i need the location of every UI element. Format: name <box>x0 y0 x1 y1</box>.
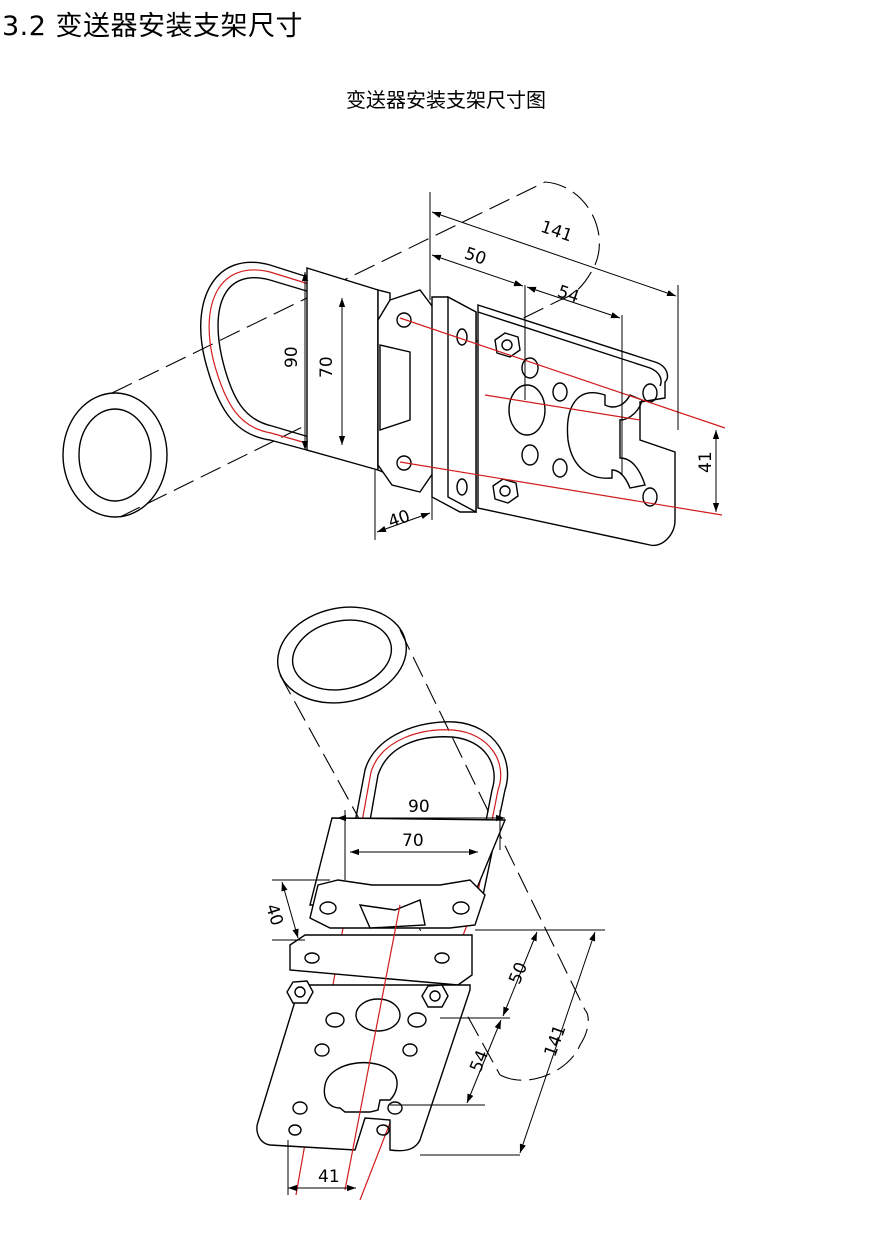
dim-label-54-bottom: 54 <box>466 1048 493 1076</box>
top-view: 141 50 54 90 70 40 <box>62 181 726 547</box>
dim-41-top: 41 <box>696 430 720 512</box>
dim-label-70-bottom: 70 <box>402 831 424 851</box>
section-heading: 3.2 变送器安装支架尺寸 <box>2 11 304 42</box>
dim-90-top: 90 <box>282 272 309 450</box>
bottom-view: 90 70 40 50 54 <box>256 606 605 1201</box>
dim-70-bottom: 70 <box>350 831 478 856</box>
saddle-clamp-bottom <box>309 879 486 929</box>
saddle-clamp-top <box>377 289 436 493</box>
dim-label-70-top: 70 <box>317 356 337 378</box>
u-bolt-top <box>200 261 381 471</box>
main-plate-bottom <box>256 984 471 1152</box>
hex-nut-top-upper <box>494 332 521 358</box>
dim-label-40-top: 40 <box>386 506 413 532</box>
hex-nut-bottom-left <box>286 980 314 1004</box>
dim-90-bottom: 90 <box>337 797 505 880</box>
flat-bar-top <box>431 295 477 514</box>
dim-label-90-top: 90 <box>282 346 302 368</box>
flat-bar-bottom <box>289 934 473 986</box>
dim-label-50-bottom: 50 <box>505 960 532 988</box>
hex-nut-bottom-right <box>421 984 449 1008</box>
dim-label-141-bottom: 141 <box>541 1022 571 1059</box>
dim-41-bottom: 41 <box>287 1140 356 1195</box>
dim-label-50-top: 50 <box>462 244 489 270</box>
main-plate-top <box>477 304 676 547</box>
dim-label-40-bottom: 40 <box>261 902 287 929</box>
figure-caption: 变送器安装支架尺寸图 <box>346 88 546 112</box>
dim-label-41-bottom: 41 <box>318 1167 340 1187</box>
dim-70-top: 70 <box>317 298 346 445</box>
hex-nut-top-lower <box>492 478 519 504</box>
dim-label-90-bottom: 90 <box>408 797 430 817</box>
dim-label-141-top: 141 <box>538 217 575 246</box>
dim-label-41-top: 41 <box>696 451 716 473</box>
